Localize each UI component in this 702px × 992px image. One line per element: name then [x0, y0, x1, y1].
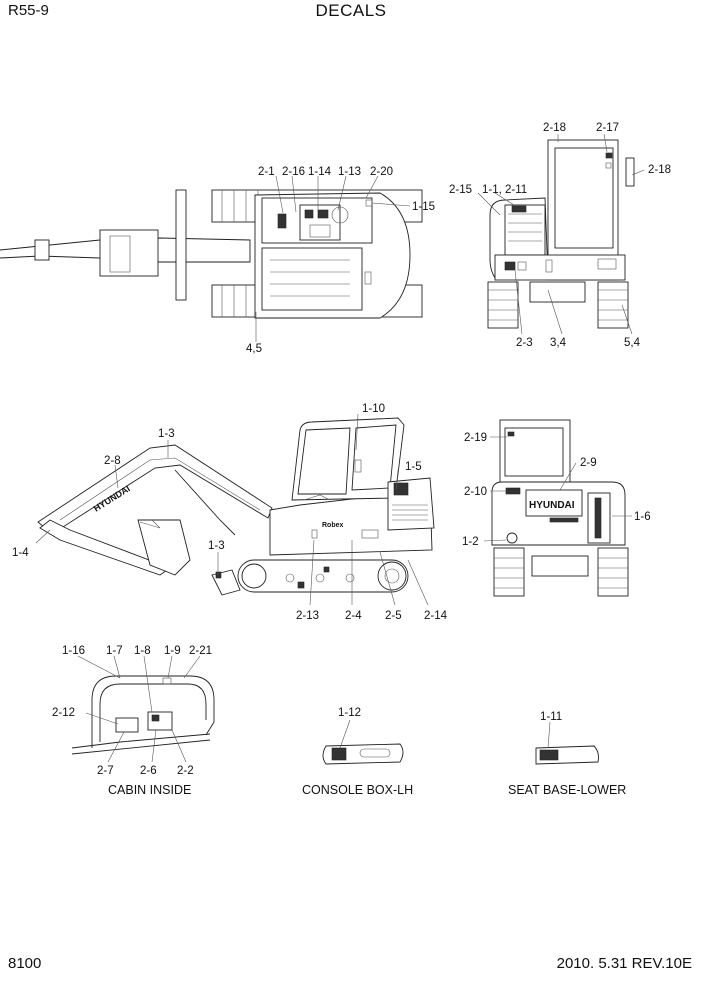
side-view-drawing: Robex HYUNDAI	[35, 413, 435, 606]
seat-base-drawing	[535, 721, 599, 765]
model-number: R55-9	[8, 2, 49, 19]
callout-1-10: 1-10	[362, 403, 385, 415]
callout-1-3-b: 1-3	[208, 540, 225, 552]
callout-1-4: 1-4	[12, 547, 29, 559]
side-view-callouts: 1-10 1-3 2-8 1-5 1-4 1-3 2-13 2-4 2-5 2-…	[12, 403, 448, 622]
callout-4-5: 4,5	[246, 343, 262, 355]
page-title: DECALS	[315, 1, 387, 20]
callout-2-17: 2-17	[596, 122, 619, 134]
callout-2-10: 2-10	[464, 486, 487, 498]
callout-1-13: 1-13	[338, 166, 361, 178]
console-box-drawing	[322, 719, 404, 765]
rear-view-drawing: HYUNDAI	[483, 419, 632, 597]
callout-1-9: 1-9	[164, 645, 181, 657]
svg-text:Robex: Robex	[322, 522, 344, 529]
callout-2-8: 2-8	[104, 455, 121, 467]
callout-1-15: 1-15	[412, 201, 435, 213]
caption-cabin-inside: CABIN INSIDE	[108, 783, 191, 797]
callout-5-4: 5,4	[624, 337, 641, 349]
cabin-inside-callouts: 1-16 1-7 1-8 1-9 2-21 2-12 2-7 2-6 2-2 C…	[52, 645, 212, 797]
callout-2-14: 2-14	[424, 610, 448, 622]
callout-2-1: 2-1	[258, 166, 275, 178]
callout-1-14: 1-14	[308, 166, 332, 178]
callout-2-18-b: 2-18	[648, 164, 671, 176]
caption-console-box: CONSOLE BOX-LH	[302, 783, 413, 797]
callout-1-6: 1-6	[634, 511, 651, 523]
console-box-callouts: 1-12 CONSOLE BOX-LH	[302, 707, 413, 797]
callout-1-2: 1-2	[462, 536, 479, 548]
callout-1-8: 1-8	[134, 645, 151, 657]
callout-1-3-a: 1-3	[158, 428, 175, 440]
rear-view-callouts: 2-19 2-9 2-10 1-6 1-2	[462, 432, 651, 548]
cabin-inside-drawing	[71, 655, 215, 763]
callout-2-18-a: 2-18	[543, 122, 566, 134]
callout-1-5: 1-5	[405, 461, 422, 473]
callout-1-7: 1-7	[106, 645, 123, 657]
page-number: 8100	[8, 955, 42, 972]
top-view-callouts: 2-1 2-16 1-14 1-13 2-20 1-15 4,5	[246, 166, 435, 355]
callout-1-11: 1-11	[540, 711, 562, 723]
callout-2-6: 2-6	[140, 765, 157, 777]
counterweight-brand-decal: HYUNDAI	[529, 500, 575, 511]
callout-1-1-2-11: 1-1, 2-11	[482, 184, 527, 196]
callout-2-9: 2-9	[580, 457, 597, 469]
caption-seat-base: SEAT BASE-LOWER	[508, 783, 626, 797]
revision-date: 2010. 5.31 REV.10E	[556, 955, 692, 972]
callout-2-7: 2-7	[97, 765, 114, 777]
rear-view-top-callouts: 2-18 2-17 2-18 2-15 1-1, 2-11 2-3 3,4 5,…	[449, 122, 671, 349]
callout-2-12: 2-12	[52, 707, 75, 719]
top-view-drawing	[0, 175, 423, 342]
callout-2-13: 2-13	[296, 610, 319, 622]
callout-2-21: 2-21	[189, 645, 212, 657]
callout-2-2: 2-2	[177, 765, 194, 777]
callout-3-4: 3,4	[550, 337, 567, 349]
callout-2-5: 2-5	[385, 610, 402, 622]
rear-view-top-drawing	[477, 133, 645, 335]
callout-2-3: 2-3	[516, 337, 533, 349]
callout-2-4: 2-4	[345, 610, 362, 622]
callout-2-19: 2-19	[464, 432, 487, 444]
callout-2-20: 2-20	[370, 166, 393, 178]
callout-2-15: 2-15	[449, 184, 472, 196]
seat-base-callouts: 1-11 SEAT BASE-LOWER	[508, 711, 626, 797]
callout-1-12: 1-12	[338, 707, 361, 719]
callout-2-16: 2-16	[282, 166, 305, 178]
callout-1-16: 1-16	[62, 645, 85, 657]
